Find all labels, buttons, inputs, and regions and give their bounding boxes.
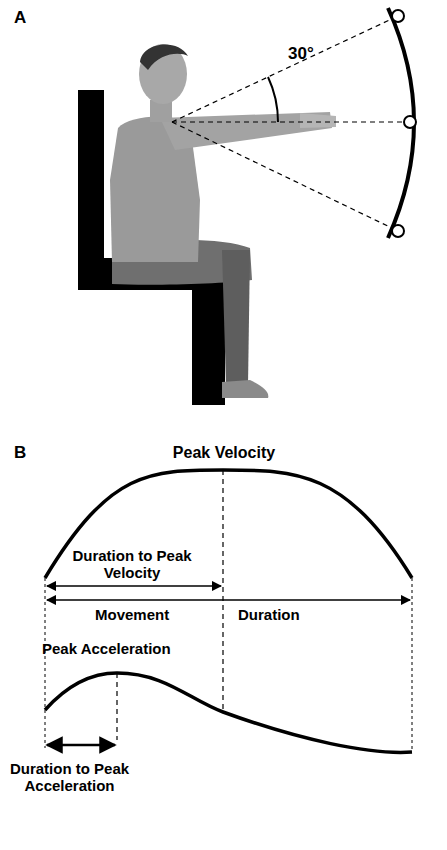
target-markers [392, 10, 416, 237]
duration-arrows [47, 586, 410, 745]
panel-letter: B [14, 443, 44, 463]
angle-arc [268, 77, 278, 122]
acceleration-curve [45, 673, 412, 752]
peak-markers [117, 470, 223, 740]
interval-label: Movement [95, 606, 205, 623]
reach-lines [172, 16, 408, 231]
interval-label: Duration to Peak Acceleration [2, 760, 137, 795]
interval-label: Duration to Peak Velocity [52, 547, 212, 582]
panel-letter: A [14, 8, 44, 28]
curve-label: Peak Acceleration [42, 640, 242, 657]
seated-person [110, 44, 336, 398]
interval-label: Duration [238, 606, 348, 623]
guide-lines [45, 578, 412, 752]
angle-value: 30° [288, 44, 338, 64]
curve-label: Peak Velocity [134, 444, 314, 462]
